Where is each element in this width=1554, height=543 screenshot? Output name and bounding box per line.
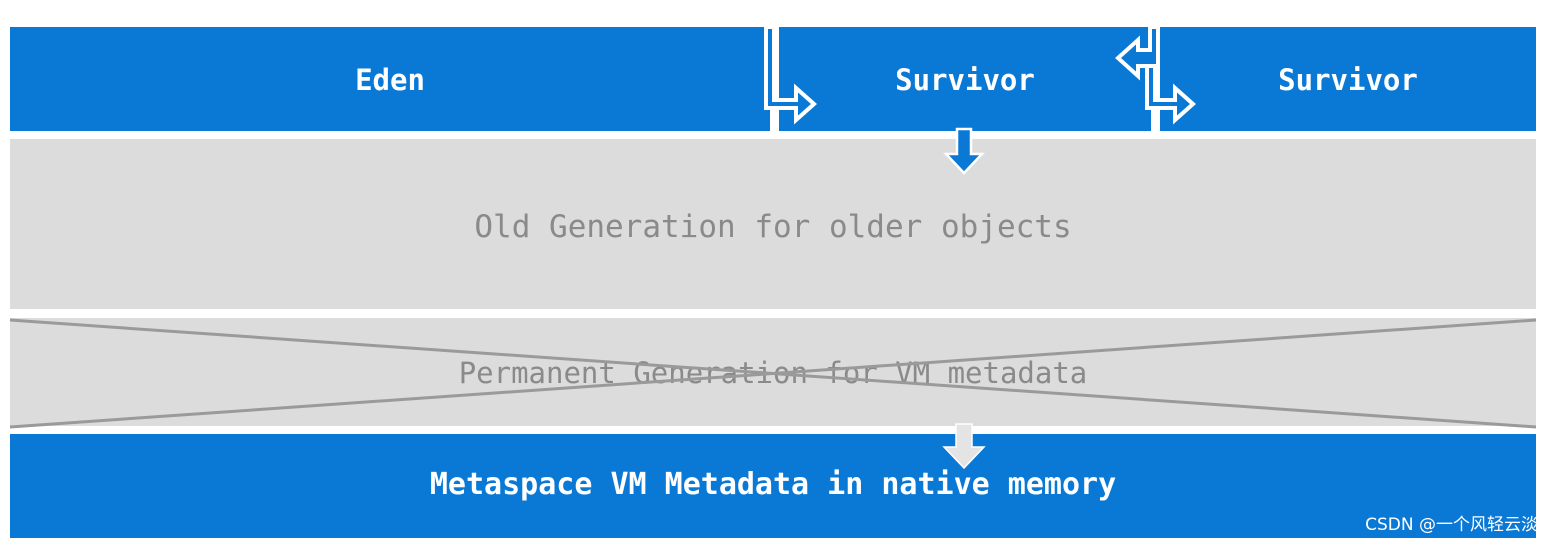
- permanent-generation-block: Permanent Generation for VM metadata: [10, 318, 1536, 426]
- watermark: CSDN @一个风轻云淡: [1365, 515, 1538, 535]
- eden-block: Eden: [10, 27, 770, 131]
- old-generation-block: Old Generation for older objects: [10, 139, 1536, 309]
- permanent-generation-label: Permanent Generation for VM metadata: [458, 356, 1088, 390]
- survivor-to-label: Survivor: [1278, 63, 1418, 97]
- survivor-from-label: Survivor: [895, 63, 1035, 97]
- metaspace-label: Metaspace VM Metadata in native memory: [429, 467, 1117, 502]
- survivor-from-block: Survivor: [779, 27, 1151, 131]
- old-generation-label: Old Generation for older objects: [474, 209, 1072, 245]
- eden-label: Eden: [355, 63, 425, 97]
- metaspace-block: Metaspace VM Metadata in native memory: [10, 434, 1536, 538]
- survivor-to-block: Survivor: [1160, 27, 1536, 131]
